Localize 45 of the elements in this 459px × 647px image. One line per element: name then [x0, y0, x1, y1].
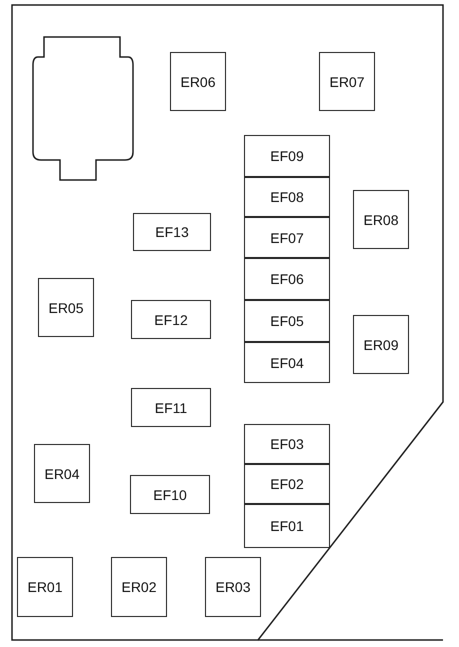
- fuse-label: ER08: [363, 212, 399, 228]
- fuse-label: ER03: [215, 579, 251, 595]
- fuse-label: ER05: [48, 300, 84, 316]
- fuse-box: [130, 475, 210, 514]
- relay-box: [34, 444, 90, 503]
- connector-outline: [32, 36, 134, 181]
- fuse-label: EF05: [270, 313, 304, 329]
- fuse-label: ER09: [363, 336, 399, 352]
- relay-box: [17, 557, 73, 617]
- fuse-box: [244, 135, 330, 177]
- fuse-label: EF11: [154, 400, 188, 416]
- relay-box: [38, 278, 94, 337]
- relay-box: [205, 557, 261, 617]
- relay-box: [170, 52, 226, 111]
- fuse-box: [244, 217, 330, 258]
- fuse-label: ER01: [27, 579, 63, 595]
- fuse-box: [131, 300, 211, 339]
- relay-box: [353, 190, 409, 249]
- fuse-label: EF02: [270, 476, 304, 492]
- fuse-label: EF13: [155, 224, 189, 240]
- fuse-label: EF01: [270, 518, 304, 534]
- fuse-label: EF03: [270, 436, 304, 452]
- fuse-label: EF09: [270, 148, 304, 164]
- fuse-box: [244, 504, 330, 548]
- fuse-box: [244, 424, 330, 464]
- fuse-label: ER02: [121, 579, 157, 595]
- fuse-label: EF07: [270, 230, 304, 246]
- fuse-box: [244, 300, 330, 342]
- fuse-label: ER06: [180, 74, 216, 90]
- fuse-label: EF04: [270, 354, 304, 370]
- fuse-box: [244, 258, 330, 300]
- fuse-box: [244, 177, 330, 217]
- fuse-box: [244, 342, 330, 383]
- relay-box: [319, 52, 375, 111]
- relay-box: [111, 557, 167, 617]
- fuse-label: EF10: [153, 486, 187, 502]
- relay-box: [353, 315, 409, 374]
- fuse-label: EF08: [270, 189, 304, 205]
- fuse-label: EF06: [270, 271, 304, 287]
- fuse-label: ER07: [329, 74, 365, 90]
- fuse-box: [244, 464, 330, 504]
- fuse-label: ER04: [44, 466, 80, 482]
- fuse-box: [131, 388, 211, 427]
- fuse-label: EF12: [154, 312, 188, 328]
- fuse-box: [133, 213, 211, 251]
